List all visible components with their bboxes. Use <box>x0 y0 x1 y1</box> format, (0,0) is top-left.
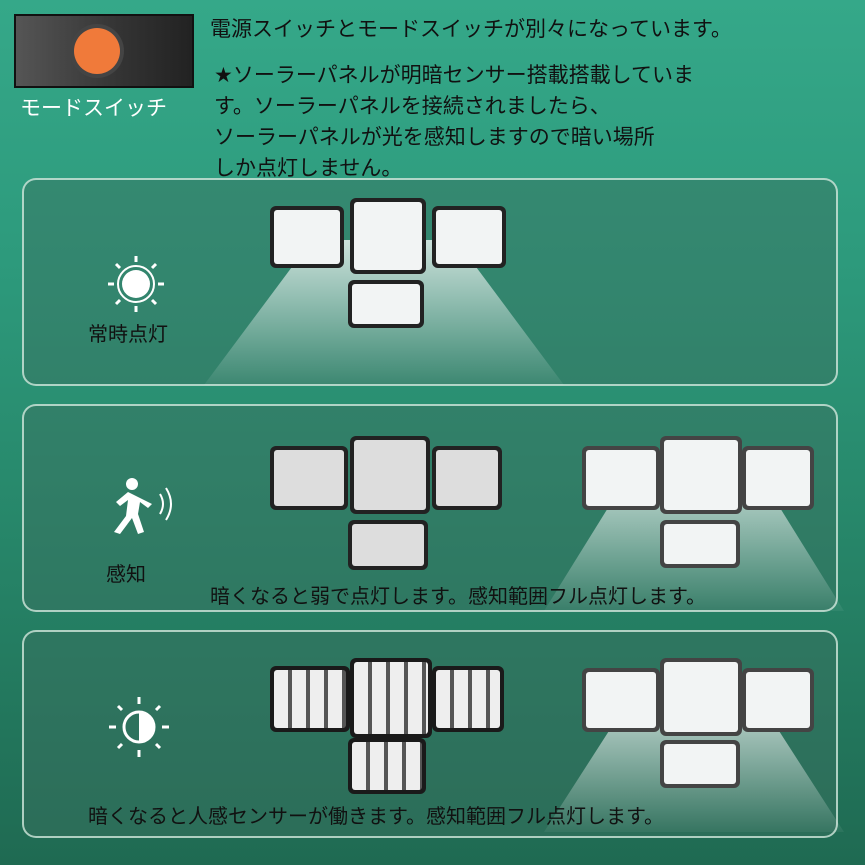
mode-switch-knob <box>74 28 120 74</box>
lamp-head-right <box>432 206 506 268</box>
note-line: ソーラーパネルが光を感知しますので暗い場所 <box>214 125 655 149</box>
mode-switch-photo <box>14 14 194 88</box>
lamp-head-bottom <box>348 280 424 328</box>
lamp-head-left <box>270 666 350 732</box>
note-line: しか点灯しません。 <box>214 156 403 180</box>
lamp-head-bottom <box>348 520 428 570</box>
lamp-head-right <box>432 446 502 510</box>
mode-panel-motion: 感知 暗くなると弱で点灯します。感知範囲フル点灯します。 <box>22 404 844 612</box>
mode-label: 感知 <box>106 562 146 586</box>
mode-label: 常時点灯 <box>88 322 168 346</box>
lamp-head-center <box>350 658 432 738</box>
motion-sensor-icon <box>114 478 172 534</box>
header-line: 電源スイッチとモードスイッチが別々になっています。 <box>210 17 732 41</box>
note-line: す。ソーラーパネルを接続されましたら、 <box>214 94 611 118</box>
lamp-head-center <box>350 198 426 274</box>
lamp-head-bottom <box>348 738 426 794</box>
lamp-head-right <box>432 666 504 732</box>
sun-icon <box>108 256 164 312</box>
mode-panel-always-on: 常時点灯 <box>22 178 838 386</box>
lamp-head-left <box>270 206 344 268</box>
mode-panel-dim-sensor: 暗くなると人感センサーが働きます。感知範囲フル点灯します。 <box>22 630 844 838</box>
mode-caption: 暗くなると弱で点灯します。感知範囲フル点灯します。 <box>210 584 706 608</box>
mode-caption: 暗くなると人感センサーが働きます。感知範囲フル点灯します。 <box>88 804 664 828</box>
lamp-head-left <box>270 446 348 510</box>
half-moon-sensor-icon <box>109 697 169 757</box>
lamp-head-center <box>350 436 430 514</box>
mode-switch-label: モードスイッチ <box>20 96 167 120</box>
note-line: ★ソーラーパネルが明暗センサー搭載搭載していま <box>214 63 694 87</box>
